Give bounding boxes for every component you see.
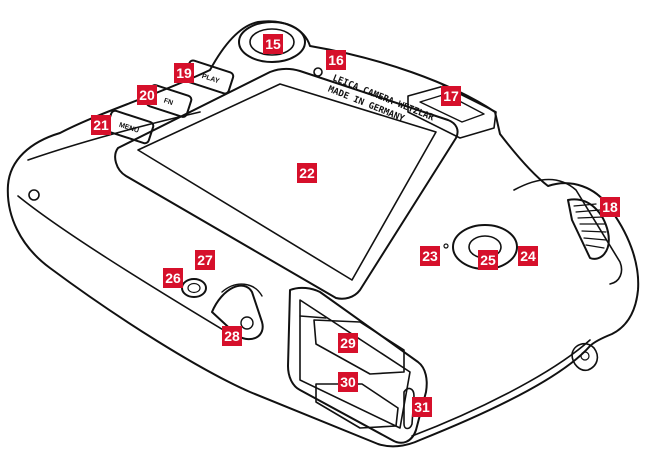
card-slot-lip bbox=[299, 315, 327, 319]
bottom-edge bbox=[411, 339, 591, 437]
callout-27: 27 bbox=[195, 250, 215, 270]
callout-20: 20 bbox=[137, 85, 157, 105]
strap-lug-left bbox=[28, 189, 40, 201]
play-button-label: PLAY bbox=[201, 73, 221, 85]
monitor-frame bbox=[114, 67, 459, 300]
tripod-thread bbox=[181, 278, 207, 298]
thumbwheel bbox=[567, 198, 610, 260]
strap-lug-right-hole bbox=[580, 351, 590, 361]
callout-18: 18 bbox=[600, 197, 620, 217]
callout-17: 17 bbox=[441, 86, 461, 106]
compartment-latch[interactable] bbox=[403, 387, 415, 430]
battery-compartment-inner bbox=[299, 299, 411, 429]
callout-31: 31 bbox=[412, 397, 432, 417]
hot-shoe-slot bbox=[419, 93, 485, 123]
callout-19: 19 bbox=[174, 63, 194, 83]
callout-29: 29 bbox=[338, 333, 358, 353]
bottom-cover-lock[interactable] bbox=[211, 284, 264, 341]
strap-lug-right bbox=[571, 342, 599, 372]
callout-30: 30 bbox=[338, 372, 358, 392]
callout-28: 28 bbox=[222, 326, 242, 346]
lcd-screen bbox=[137, 83, 437, 281]
lock-recess bbox=[221, 283, 263, 297]
callout-21: 21 bbox=[91, 115, 111, 135]
menu-button-label: MENU bbox=[118, 122, 140, 135]
callout-24: 24 bbox=[518, 246, 538, 266]
battery-compartment-outer bbox=[287, 286, 428, 444]
tripod-thread-inner bbox=[187, 282, 201, 294]
card-slot bbox=[315, 383, 399, 429]
lock-pivot bbox=[240, 316, 254, 330]
callout-25: 25 bbox=[478, 250, 498, 270]
callout-16: 16 bbox=[326, 50, 346, 70]
status-led bbox=[313, 67, 323, 77]
callout-22: 22 bbox=[297, 163, 317, 183]
viewfinder-eyepiece bbox=[238, 21, 306, 63]
callout-23: 23 bbox=[420, 246, 440, 266]
top-right-housing bbox=[513, 178, 623, 285]
battery-slot bbox=[313, 319, 405, 375]
viewfinder-inner bbox=[249, 28, 295, 56]
callout-26: 26 bbox=[163, 268, 183, 288]
led-small bbox=[443, 243, 449, 249]
top-plate-edge-2 bbox=[17, 195, 241, 341]
camera-body-outline bbox=[6, 20, 640, 448]
callout-15: 15 bbox=[263, 34, 283, 54]
fn-button-label: FN bbox=[163, 98, 174, 108]
